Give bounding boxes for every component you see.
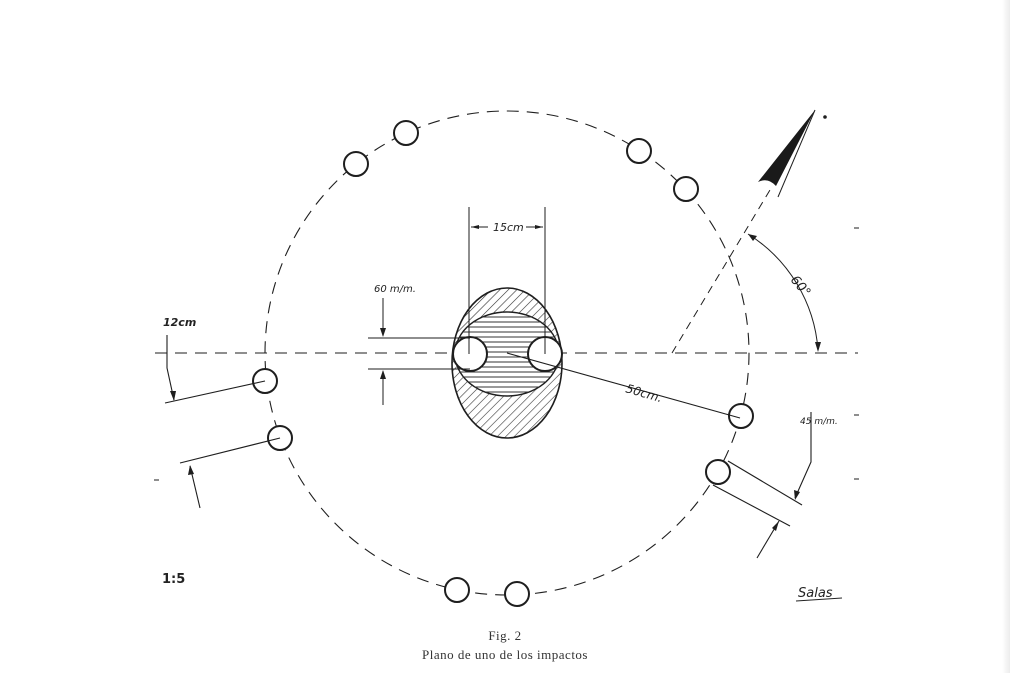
figure-number: Fig. 2: [488, 628, 522, 643]
impact-holes: [252, 120, 754, 607]
central-hatched-section: [451, 287, 563, 439]
label-60mm: 60 m/m.: [374, 284, 416, 295]
margin-ticks: [154, 227, 859, 481]
label-12cm: 12cm: [163, 316, 196, 329]
impact-hole: [728, 403, 754, 429]
page-edge-shadow: [1002, 0, 1010, 673]
impact-hole: [705, 459, 731, 485]
label-15cm: 15cm: [493, 221, 524, 234]
angle-arc: [747, 233, 819, 351]
radius-line: [506, 352, 741, 419]
scale-label: 1:5: [162, 572, 185, 587]
impact-hole: [343, 151, 369, 177]
arrowheads: [170, 225, 821, 531]
impact-hole: [444, 577, 470, 603]
signature: Salas: [798, 586, 833, 601]
label-45mm: 45 m/m.: [800, 417, 838, 427]
impact-circle-50cm: [264, 110, 750, 596]
direction-line: [671, 189, 771, 354]
projectile-needle-icon: [758, 110, 815, 186]
impact-hole: [626, 138, 652, 164]
dimension-45mm-lines: [712, 412, 812, 559]
impact-hole: [673, 176, 699, 202]
label-60-degrees: 60°: [787, 273, 813, 300]
impact-hole: [504, 581, 530, 607]
label-50cm: 50cm.: [624, 381, 664, 405]
impact-hole: [393, 120, 419, 146]
figure-caption: Plano de uno de los impactos: [421, 647, 588, 662]
dimension-12cm-lines: [164, 335, 281, 509]
dimension-60mm-lines: [368, 298, 470, 405]
